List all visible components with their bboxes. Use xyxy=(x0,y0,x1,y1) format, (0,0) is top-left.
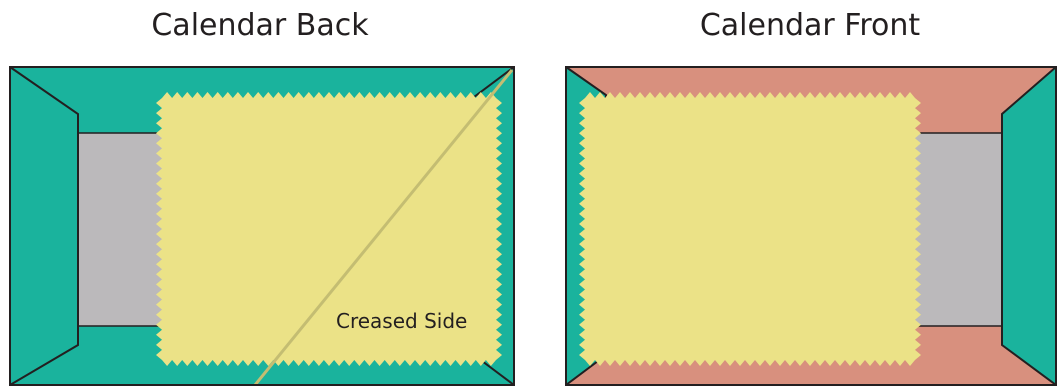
back-gray-panel xyxy=(78,133,168,326)
back-left-flap-outline xyxy=(9,66,79,386)
calendar-back-diagram xyxy=(9,66,515,386)
back-outer-border xyxy=(9,66,515,386)
calendar-front-diagram xyxy=(565,66,1057,386)
back-yellow-sheet xyxy=(156,92,502,366)
front-gray-panel xyxy=(910,133,1002,326)
front-yellow-sheet xyxy=(579,92,921,366)
creased-side-label: Creased Side xyxy=(336,309,468,333)
calendar-front-title: Calendar Front xyxy=(699,8,921,43)
back-top-right-fold xyxy=(469,66,515,101)
front-right-teal-flap xyxy=(1002,67,1056,385)
crease-line xyxy=(253,69,514,386)
front-right-flap-outline xyxy=(1001,66,1057,386)
front-outer-border xyxy=(565,66,1057,386)
calendar-back-title: Calendar Back xyxy=(151,8,369,43)
